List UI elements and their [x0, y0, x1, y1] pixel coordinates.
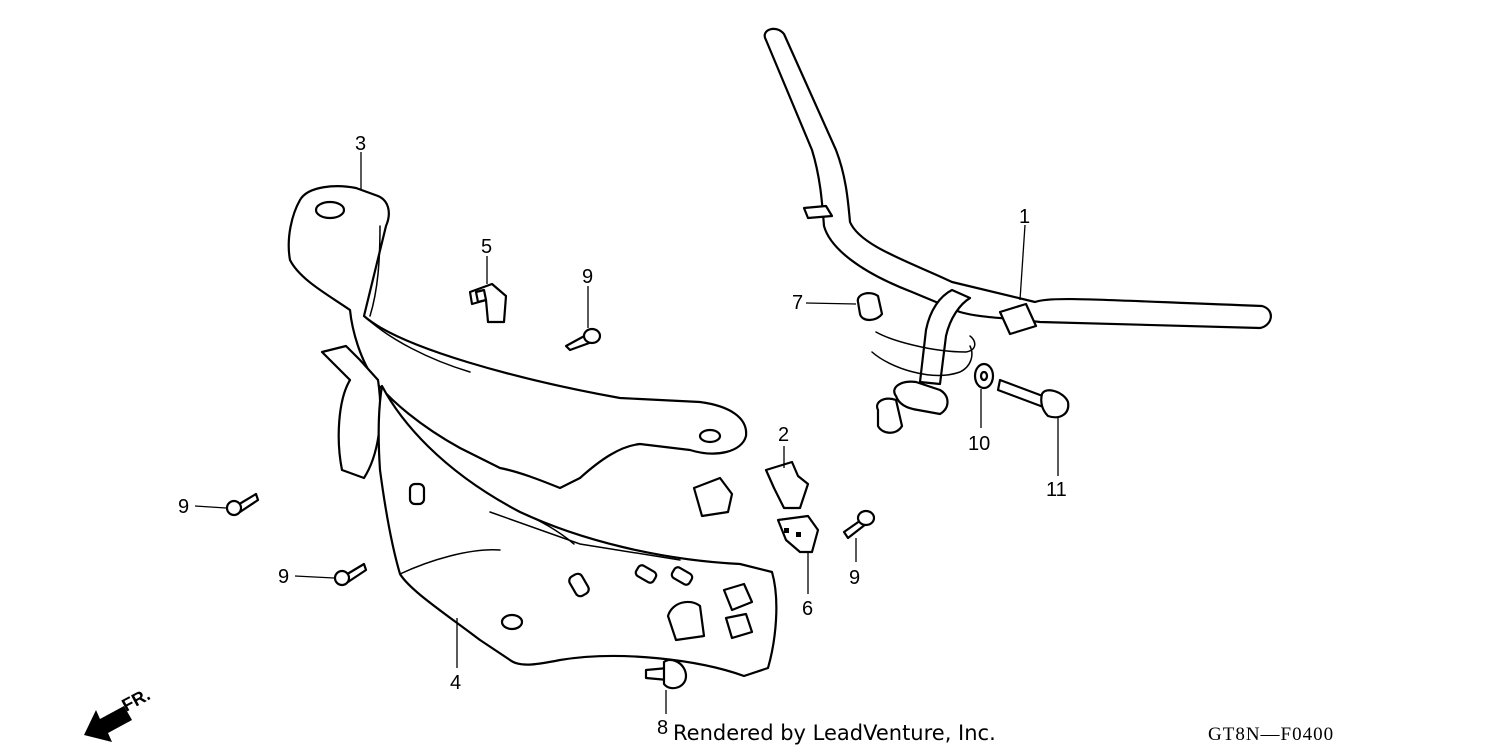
callout-10: 10	[968, 433, 990, 455]
front-direction-indicator: FR.	[84, 684, 153, 742]
callout-labels: 1 2 3 4 5 6 7 8 9 9 9 9 10 11	[178, 133, 1067, 739]
callout-4: 4	[450, 672, 461, 694]
callout-6: 6	[802, 598, 813, 620]
leader-lines	[194, 152, 1059, 714]
callout-3: 3	[355, 133, 366, 155]
clip-5	[468, 282, 508, 324]
callout-11: 11	[1046, 479, 1067, 501]
screw-9b	[225, 492, 260, 517]
screw-8	[644, 658, 688, 690]
screw-9c	[333, 562, 368, 587]
callout-7: 7	[792, 292, 803, 314]
callout-9-left: 9	[178, 496, 189, 518]
callout-9-right: 9	[849, 567, 860, 589]
diagram-code: GT8N—F0400	[1208, 724, 1334, 745]
callout-2: 2	[778, 424, 789, 446]
screw-9d	[842, 509, 876, 540]
callout-8: 8	[657, 717, 668, 739]
callout-9-lower-left: 9	[278, 566, 289, 588]
bolt-11	[996, 378, 1070, 419]
front-top-cover	[287, 185, 748, 518]
grommet-7	[856, 292, 884, 322]
front-lower-cover	[320, 344, 778, 678]
washer-10	[973, 362, 995, 390]
callout-1: 1	[1019, 206, 1030, 228]
clip-6	[776, 514, 820, 554]
bracket-2	[764, 460, 810, 510]
screw-9a	[564, 327, 602, 352]
handlebar	[763, 27, 1272, 434]
callout-9-top: 9	[582, 266, 593, 288]
render-credit: Rendered by LeadVenture, Inc.	[673, 721, 996, 745]
front-arrow-icon	[84, 706, 132, 742]
callout-5: 5	[481, 236, 492, 258]
